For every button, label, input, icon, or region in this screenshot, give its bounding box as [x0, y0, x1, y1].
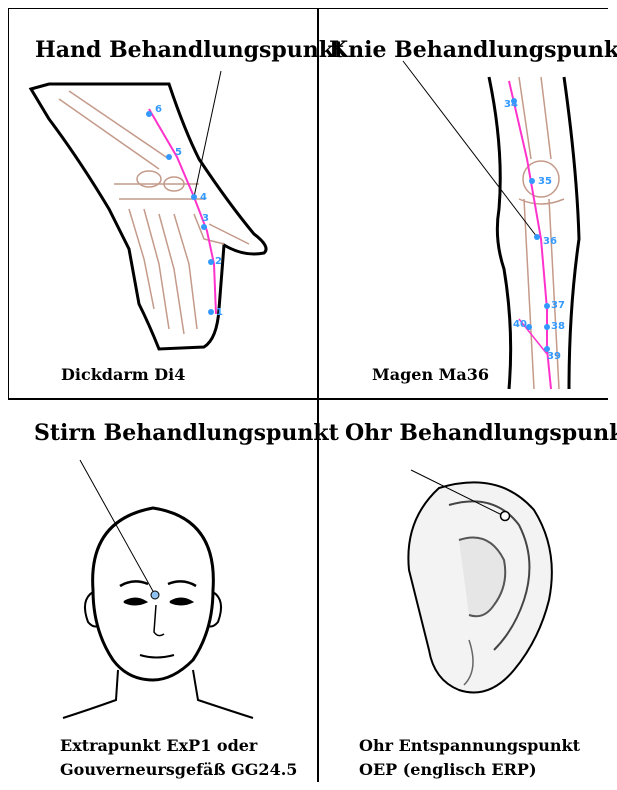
hand-panel: Hand Behandlungspunkt 6 5 — [8, 8, 319, 400]
knee-outline-left — [564, 77, 579, 389]
left-eye — [124, 599, 146, 605]
forehead-illustration — [8, 400, 319, 782]
hand-point-marker — [191, 194, 197, 200]
hand-outline — [31, 84, 266, 349]
knee-panel: Knie Behandlungspunkt 34 35 — [319, 8, 608, 400]
knee-point-label: 37 — [551, 300, 565, 311]
knee-point-marker — [544, 324, 550, 330]
knee-caption: Magen Ma36 — [372, 365, 489, 384]
knee-point-label: 40 — [513, 319, 527, 330]
figure-grid: Hand Behandlungspunkt 6 5 — [8, 8, 608, 782]
knee-point-label: 38 — [551, 321, 565, 332]
right-eye — [170, 599, 192, 605]
neck-right — [193, 670, 253, 718]
hand-point-marker — [201, 224, 207, 230]
knee-point-label: 35 — [538, 176, 552, 187]
forehead-panel: Stirn Behandlungspunkt Extrapunkt ExP1 — [8, 400, 319, 782]
ear-panel: Ohr Behandlungspunkt Ohr Entspannungspun… — [319, 400, 608, 782]
knee-illustration: 34 35 36 37 38 39 40 — [319, 9, 608, 401]
knee-point-label: 39 — [547, 351, 561, 362]
ear-caption-line2: OEP (englisch ERP) — [359, 760, 537, 779]
ear-illustration — [319, 400, 608, 782]
ear-caption-line1: Ohr Entspannungspunkt — [359, 736, 580, 755]
hand-point-label: 1 — [216, 307, 223, 318]
hand-point-label: 4 — [200, 192, 207, 203]
knee-bones — [519, 77, 564, 389]
hand-point-label: 5 — [175, 147, 182, 158]
hand-point-marker — [166, 154, 172, 160]
hand-caption: Dickdarm Di4 — [61, 365, 185, 384]
knee-point-marker — [529, 178, 535, 184]
knee-pointer-line — [403, 61, 537, 237]
knee-point-label: 34 — [504, 99, 518, 110]
hand-point-label: 3 — [202, 213, 209, 224]
forehead-caption-line1: Extrapunkt ExP1 oder — [60, 736, 257, 755]
forehead-caption-line2: Gouverneursgefäß GG24.5 — [60, 760, 297, 779]
stomach-meridian — [509, 81, 551, 389]
knee-point-marker — [544, 303, 550, 309]
hand-illustration: 6 5 4 3 2 1 — [9, 9, 320, 401]
ear-treatment-point — [501, 512, 510, 521]
knee-point-label: 36 — [543, 236, 557, 247]
hand-point-marker — [208, 309, 214, 315]
hand-point-label: 6 — [155, 104, 162, 115]
hand-point-marker — [208, 259, 214, 265]
knee-outline-right — [489, 77, 511, 389]
knee-points: 34 35 36 37 38 39 40 — [504, 98, 565, 362]
hand-point-marker — [146, 111, 152, 117]
forehead-treatment-point — [151, 591, 159, 599]
hand-point-label: 2 — [215, 256, 222, 267]
neck-left — [63, 670, 118, 718]
knee-point-marker — [534, 234, 540, 240]
